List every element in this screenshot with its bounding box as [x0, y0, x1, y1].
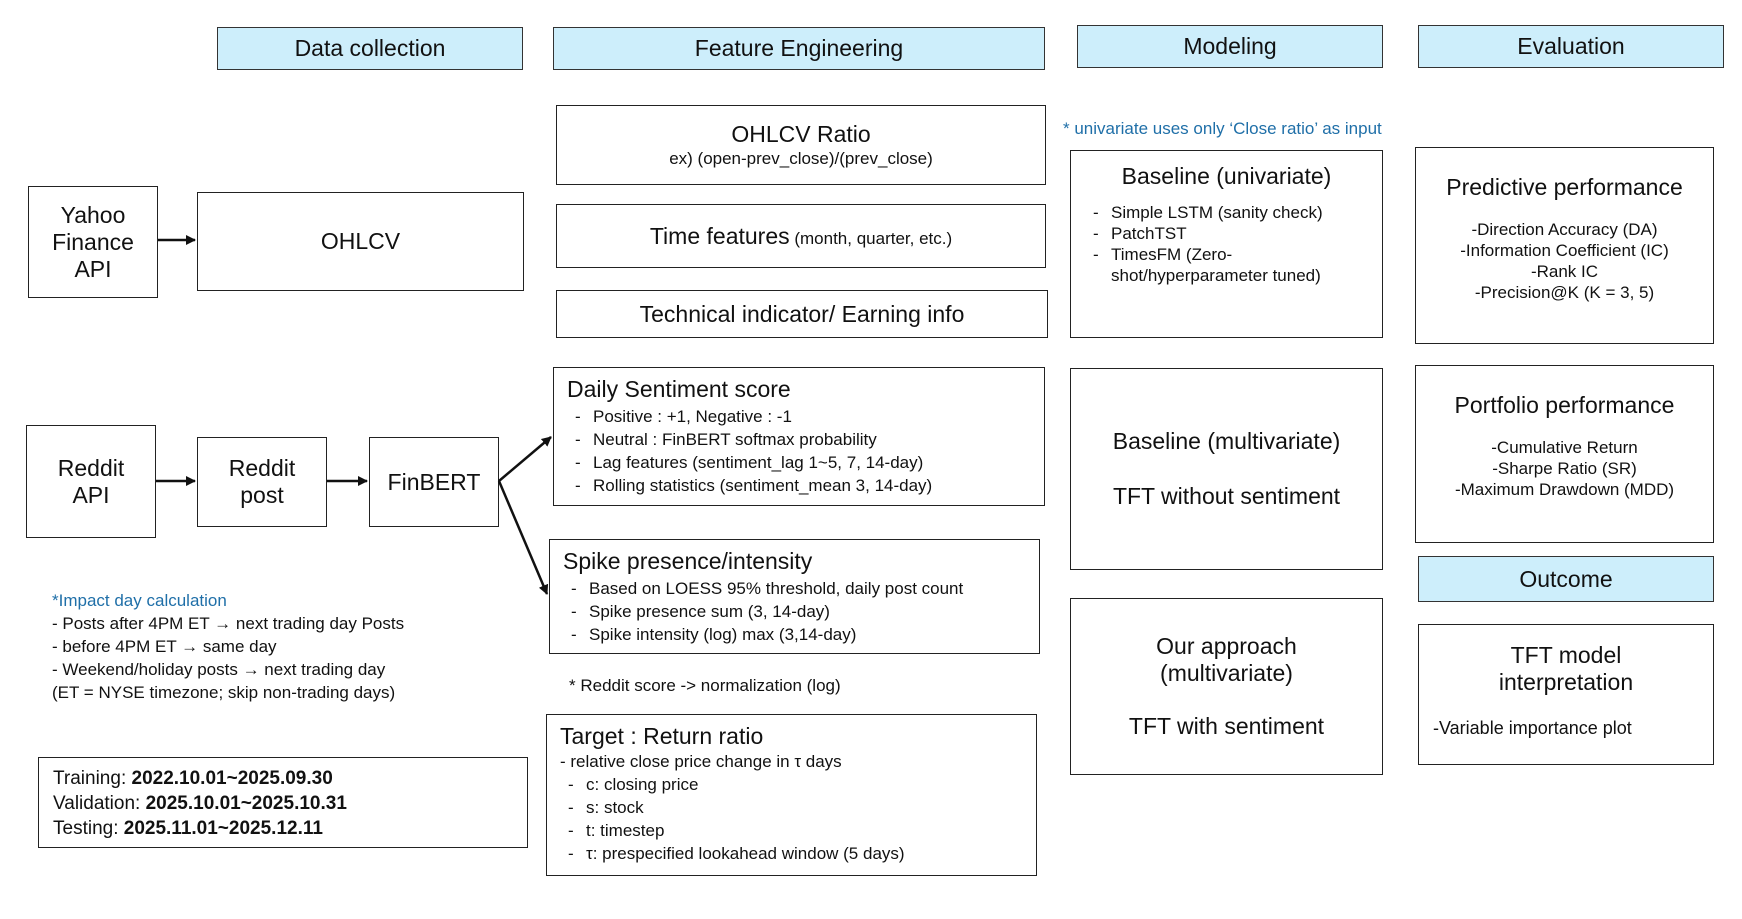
- testing-split: Testing: 2025.11.01~2025.12.11: [53, 816, 513, 841]
- portfolio-metric: -Cumulative Return: [1491, 438, 1638, 457]
- ohlcv-label: OHLCV: [320, 228, 401, 254]
- split-label: Validation:: [53, 793, 146, 814]
- sentiment-item: Positive : +1, Negative : -1: [567, 405, 1031, 428]
- daily-sentiment-box: Daily Sentiment score Positive : +1, Neg…: [553, 367, 1045, 506]
- predictive-metric: -Information Coefficient (IC): [1460, 241, 1669, 260]
- predictive-metric: -Rank IC: [1530, 262, 1599, 281]
- target-title: Target : Return ratio: [560, 723, 764, 749]
- finbert-box: FinBERT: [369, 437, 499, 527]
- spike-item: Spike presence sum (3, 14-day): [563, 600, 1026, 623]
- predictive-metric: -Precision@K (K = 3, 5): [1474, 283, 1655, 302]
- portfolio-performance-title: Portfolio performance: [1454, 392, 1675, 418]
- predictive-performance-title: Predictive performance: [1446, 174, 1683, 200]
- reddit-score-note: * Reddit score -> normalization (log): [569, 676, 841, 695]
- impact-line: - Posts after 4PM ET → next trading day …: [52, 614, 405, 633]
- target-box: Target : Return ratio - relative close p…: [546, 714, 1037, 876]
- time-features-text: Time features (month, quarter, etc.): [650, 223, 952, 250]
- split-label: Testing:: [53, 818, 124, 839]
- baseline-multivariate-sub: TFT without sentiment: [1112, 483, 1341, 509]
- split-range: 2025.11.01~2025.12.11: [123, 818, 323, 839]
- spike-box: Spike presence/intensity Based on LOESS …: [549, 539, 1040, 654]
- validation-split: Validation: 2025.10.01~2025.10.31: [53, 791, 513, 816]
- predictive-performance-box: Predictive performance -Direction Accura…: [1415, 147, 1714, 344]
- portfolio-metric: -Sharpe Ratio (SR): [1492, 459, 1637, 478]
- baseline-multivariate-box: Baseline (multivariate) TFT without sent…: [1070, 368, 1383, 570]
- time-features-title: Time features: [649, 222, 790, 249]
- spike-item: Spike intensity (log) max (3,14-day): [563, 623, 1026, 646]
- time-features-sub: (month, quarter, etc.): [789, 228, 953, 248]
- ohlcv-ratio-box: OHLCV Ratio ex) (open-prev_close)/(prev_…: [556, 105, 1046, 185]
- split-range: 2025.10.01~2025.10.31: [145, 793, 347, 814]
- split-label: Training:: [53, 768, 132, 789]
- univariate-model-item: Simple LSTM (sanity check): [1085, 202, 1368, 223]
- tft-interpretation-box: TFT model interpretation -Variable impor…: [1418, 624, 1714, 765]
- sentiment-item: Rolling statistics (sentiment_mean 3, 14…: [567, 474, 1031, 497]
- target-item: s: stock: [560, 796, 1023, 819]
- time-features-box: Time features (month, quarter, etc.): [556, 204, 1046, 268]
- ohlcv-box: OHLCV: [197, 192, 524, 291]
- spike-item: Based on LOESS 95% threshold, daily post…: [563, 577, 1026, 600]
- sentiment-item: Neutral : FinBERT softmax probability: [567, 428, 1031, 451]
- header-data-collection: Data collection: [217, 27, 523, 70]
- finbert-label: FinBERT: [387, 468, 481, 495]
- our-approach-sub: TFT with sentiment: [1128, 713, 1325, 739]
- arrow-finbert-to-spike: [497, 480, 549, 595]
- impact-day-title: *Impact day calculation: [52, 591, 227, 610]
- technical-indicator-box: Technical indicator/ Earning info: [556, 290, 1048, 338]
- baseline-univariate-box: Baseline (univariate) Simple LSTM (sanit…: [1070, 150, 1383, 338]
- univariate-model-item: PatchTST: [1085, 223, 1368, 244]
- impact-line: (ET = NYSE timezone; skip non-trading da…: [52, 683, 396, 702]
- spike-title: Spike presence/intensity: [563, 548, 813, 574]
- target-item: t: timestep: [560, 819, 1023, 842]
- yahoo-finance-api-box: Yahoo Finance API: [28, 186, 158, 298]
- sentiment-item: Lag features (sentiment_lag 1~5, 7, 14-d…: [567, 451, 1031, 474]
- target-item: τ: prespecified lookahead window (5 days…: [560, 842, 1023, 865]
- predictive-metric: -Direction Accuracy (DA): [1471, 220, 1658, 239]
- portfolio-metric: -Maximum Drawdown (MDD): [1454, 480, 1675, 499]
- arrow-finbert-to-sentiment: [498, 436, 552, 482]
- split-range: 2022.10.01~2025.09.30: [131, 768, 333, 789]
- impact-day-note: *Impact day calculation - Posts after 4P…: [52, 589, 492, 704]
- our-approach-box: Our approach (multivariate) TFT with sen…: [1070, 598, 1383, 775]
- yahoo-finance-api-label: Yahoo Finance API: [52, 201, 134, 282]
- tft-interpretation-title: TFT model interpretation: [1498, 642, 1634, 695]
- reddit-api-box: Reddit API: [26, 425, 156, 538]
- reddit-api-label: Reddit API: [57, 454, 125, 508]
- impact-line: - before 4PM ET → same day: [52, 637, 277, 656]
- reddit-post-box: Reddit post: [197, 437, 327, 527]
- tft-interpretation-sub: -Variable importance plot: [1433, 718, 1632, 738]
- header-outcome: Outcome: [1418, 556, 1714, 602]
- ohlcv-ratio-title: OHLCV Ratio: [731, 121, 871, 147]
- our-approach-title: Our approach (multivariate): [1156, 633, 1297, 686]
- univariate-note: * univariate uses only ‘Close ratio’ as …: [1063, 119, 1382, 138]
- impact-line: - Weekend/holiday posts → next trading d…: [52, 660, 386, 679]
- header-modeling: Modeling: [1077, 25, 1383, 68]
- baseline-multivariate-title: Baseline (multivariate): [1112, 428, 1341, 454]
- data-split-box: Training: 2022.10.01~2025.09.30 Validati…: [38, 757, 528, 848]
- target-item: c: closing price: [560, 773, 1023, 796]
- header-feature-engineering: Feature Engineering: [553, 27, 1045, 70]
- baseline-univariate-title: Baseline (univariate): [1121, 163, 1332, 189]
- header-evaluation: Evaluation: [1418, 25, 1724, 68]
- daily-sentiment-title: Daily Sentiment score: [567, 376, 791, 402]
- training-split: Training: 2022.10.01~2025.09.30: [53, 766, 513, 791]
- ohlcv-ratio-formula: ex) (open-prev_close)/(prev_close): [669, 149, 933, 168]
- reddit-post-label: Reddit post: [228, 455, 296, 508]
- portfolio-performance-box: Portfolio performance -Cumulative Return…: [1415, 365, 1714, 543]
- univariate-model-item: TimesFM (Zero-shot/hyperparameter tuned): [1085, 244, 1368, 286]
- technical-indicator-label: Technical indicator/ Earning info: [639, 300, 965, 327]
- target-sub: - relative close price change in τ days: [560, 752, 842, 771]
